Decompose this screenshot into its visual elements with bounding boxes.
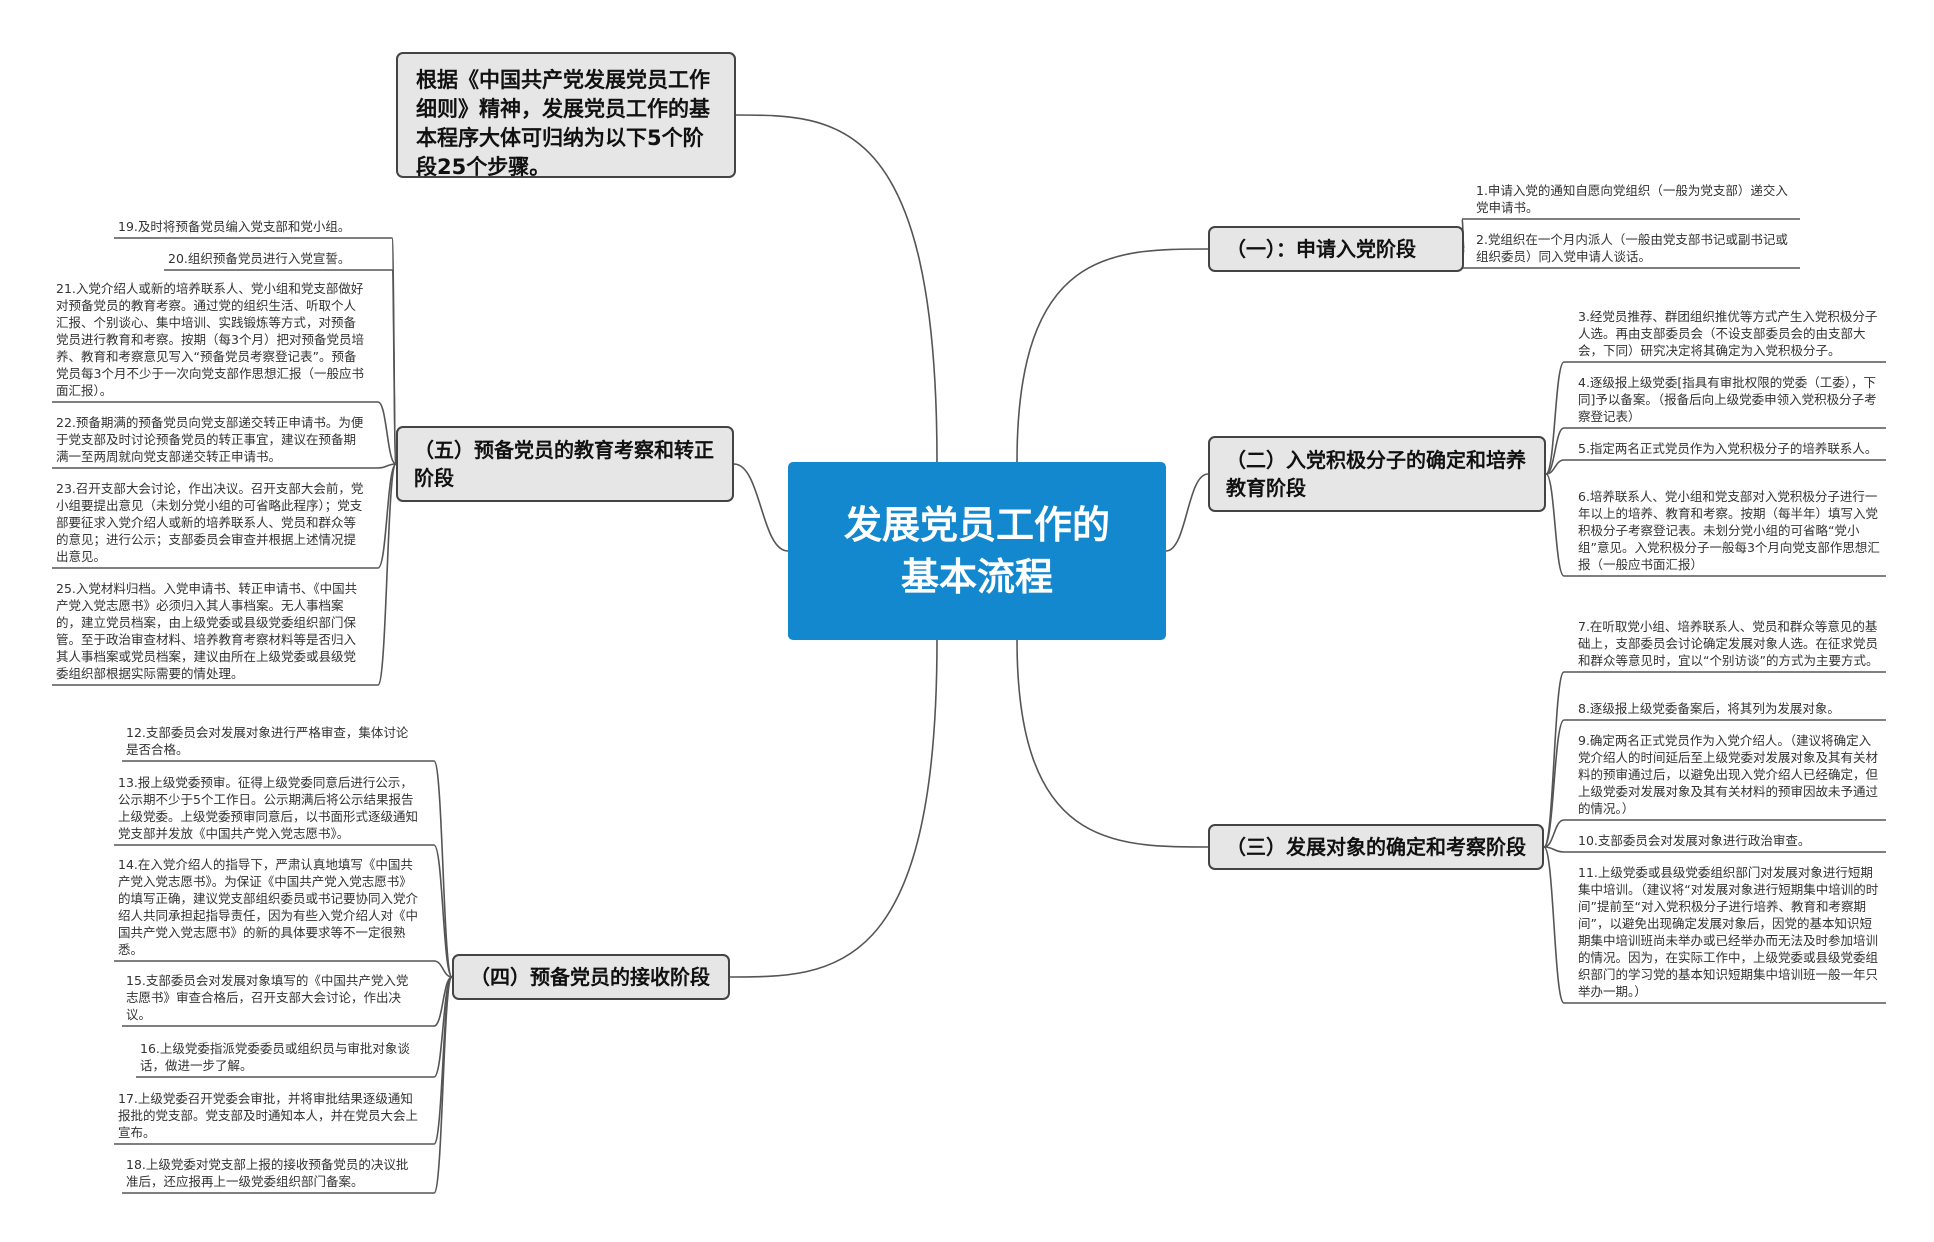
step-11: 11.上级党委或县级党委组织部门对发展对象进行短期集中培训。（建议将“对发展对象… <box>1578 865 1879 999</box>
stage-1-topic[interactable]: （一）：申请入党阶段 <box>1208 226 1464 272</box>
leaf-line-step-6 <box>1545 473 1886 577</box>
leaf-line-step-3 <box>1545 361 1886 475</box>
step-13: 13.报上级党委预审。征得上级党委同意后进行公示，公示期不少于5个工作日。公示期… <box>118 775 419 841</box>
branch-line-4 <box>729 639 938 978</box>
leaf-line-step-21 <box>52 401 397 465</box>
step-6: 6.培养联系人、党小组和党支部对入党积极分子进行一年以上的培养、教育和考察。按期… <box>1578 489 1880 572</box>
central-topic[interactable]: 发展党员工作的基本流程 <box>788 462 1166 640</box>
step-10: 10.支部委员会对发展对象进行政治审查。 <box>1578 833 1811 848</box>
leaf-line-step-22 <box>52 463 397 469</box>
step-14: 14.在入党介绍人的指导下，严肃认真地填写《中国共产党入党志愿书》。为保证《中国… <box>118 857 419 957</box>
step-15: 15.支部委员会对发展对象填写的《中国共产党入党志愿书》审查合格后，召开支部大会… <box>126 973 409 1022</box>
step-21: 21.入党介绍人或新的培养联系人、党小组和党支部做好对预备党员的教育考察。通过党… <box>56 281 364 398</box>
stage-4-topic[interactable]: （四）预备党员的接收阶段 <box>452 954 730 1000</box>
step-12: 12.支部委员会对发展对象进行严格审查，集体讨论是否合格。 <box>126 725 409 757</box>
leaf-line-step-23 <box>52 463 397 569</box>
leaf-line-step-20 <box>164 269 397 465</box>
stage-2-topic[interactable]: （二）入党积极分子的确定和培养教育阶段 <box>1208 436 1546 512</box>
step-22: 22.预备期满的预备党员向党支部递交转正申请书。为便于党支部及时讨论预备党员的转… <box>56 415 364 464</box>
step-4: 4.逐级报上级党委[指具有审批权限的党委（工委），下同]予以备案。（报备后向上级… <box>1578 375 1877 424</box>
stage-3-topic[interactable]: （三）发展对象的确定和考察阶段 <box>1208 824 1544 870</box>
step-2: 2.党组织在一个月内派人（一般由党支部书记或副书记或组织委员）同入党申请人谈话。 <box>1476 232 1788 264</box>
step-8: 8.逐级报上级党委备案后，将其列为发展对象。 <box>1578 701 1840 716</box>
step-5: 5.指定两名正式党员作为入党积极分子的培养联系人。 <box>1578 441 1878 456</box>
leaf-line-step-5 <box>1545 459 1886 475</box>
step-23: 23.召开支部大会讨论，作出决议。召开支部大会前，党小组要提出意见（未划分党小组… <box>56 481 364 564</box>
branch-line-0 <box>735 114 938 463</box>
branch-line-5 <box>733 463 789 552</box>
step-20: 20.组织预备党员进行入党宣誓。 <box>168 251 351 266</box>
step-1: 1.申请入党的通知自愿向党组织（一般为党支部）递交入党申请书。 <box>1476 183 1788 215</box>
step-25: 25.入党材料归档。入党申请书、转正申请书、《中国共产党入党志愿书》必须归入其人… <box>56 581 358 681</box>
branch-line-1 <box>1016 248 1209 463</box>
step-3: 3.经党员推荐、群团组织推优等方式产生入党积极分子人选。再由支部委员会（不设支部… <box>1578 309 1878 358</box>
step-9: 9.确定两名正式党员作为入党介绍人。（建议将确定入党介绍人的时间延后至上级党委对… <box>1578 733 1879 816</box>
branch-line-3 <box>1016 639 1209 848</box>
leaf-line-step-9 <box>1543 819 1886 848</box>
leaf-line-step-25 <box>52 463 397 686</box>
step-7: 7.在听取党小组、培养联系人、党员和群众等意见的基础上，支部委员会讨论确定发展对… <box>1578 619 1879 668</box>
step-17: 17.上级党委召开党委会审批，并将审批结果逐级通知报批的党支部。党支部及时通知本… <box>118 1091 419 1140</box>
step-19: 19.及时将预备党员编入党支部和党小组。 <box>118 219 351 234</box>
stage-5-topic[interactable]: （五）预备党员的教育考察和转正阶段 <box>396 426 734 502</box>
leaf-line-step-13 <box>114 844 453 978</box>
leaf-line-step-18 <box>122 976 453 1194</box>
step-16: 16.上级党委指派党委委员或组织员与审批对象谈话，做进一步了解。 <box>140 1041 410 1073</box>
leaf-line-step-4 <box>1545 427 1886 475</box>
leaf-line-step-10 <box>1543 846 1886 853</box>
intro-note[interactable]: 根据《中国共产党发展党员工作细则》精神，发展党员工作的基本程序大体可归纳为以下5… <box>396 52 736 179</box>
leaf-line-step-8 <box>1543 719 1886 848</box>
leaf-line-step-14 <box>114 960 453 978</box>
leaf-line-step-11 <box>1543 846 1886 1004</box>
step-18: 18.上级党委对党支部上报的接收预备党员的决议批准后，还应报再上一级党委组织部门… <box>126 1157 409 1189</box>
branch-line-2 <box>1165 473 1209 552</box>
leaf-line-step-15 <box>122 976 453 1027</box>
